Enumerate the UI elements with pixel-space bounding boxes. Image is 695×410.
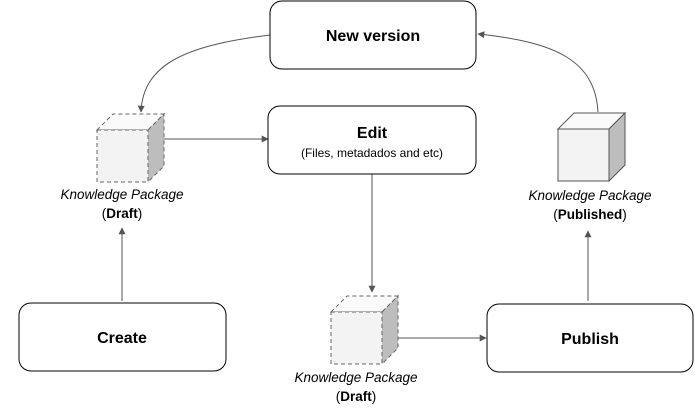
package-label: Knowledge Package [60,187,183,202]
package-status: (Published) [553,207,627,222]
cube-icon [556,111,627,183]
connectors [118,31,599,342]
package-status: (Draft) [336,389,377,404]
package-label: Knowledge Package [528,188,651,203]
edit-subtitle: (Files, metadados and etc) [301,146,443,160]
package-label: Knowledge Package [294,370,417,385]
draft-package-left: Knowledge Package (Draft) [60,112,184,221]
edit-title: Edit [357,125,388,142]
create-title: Create [97,330,147,347]
create-box: Create [18,302,227,372]
cube-icon [95,112,166,184]
package-status: (Draft) [102,206,143,221]
publish-title: Publish [561,331,619,348]
edit-box: Edit (Files, metadados and etc) [267,105,477,175]
new-version-title: New version [326,28,420,45]
arrow-published-to-new-version [477,31,599,113]
draft-package-bottom: Knowledge Package (Draft) [294,294,418,404]
publish-box: Publish [486,303,694,373]
arrow-new-version-to-draft [137,34,271,113]
published-package: Knowledge Package (Published) [528,111,652,222]
new-version-box: New version [269,0,477,70]
cube-icon [329,294,400,366]
